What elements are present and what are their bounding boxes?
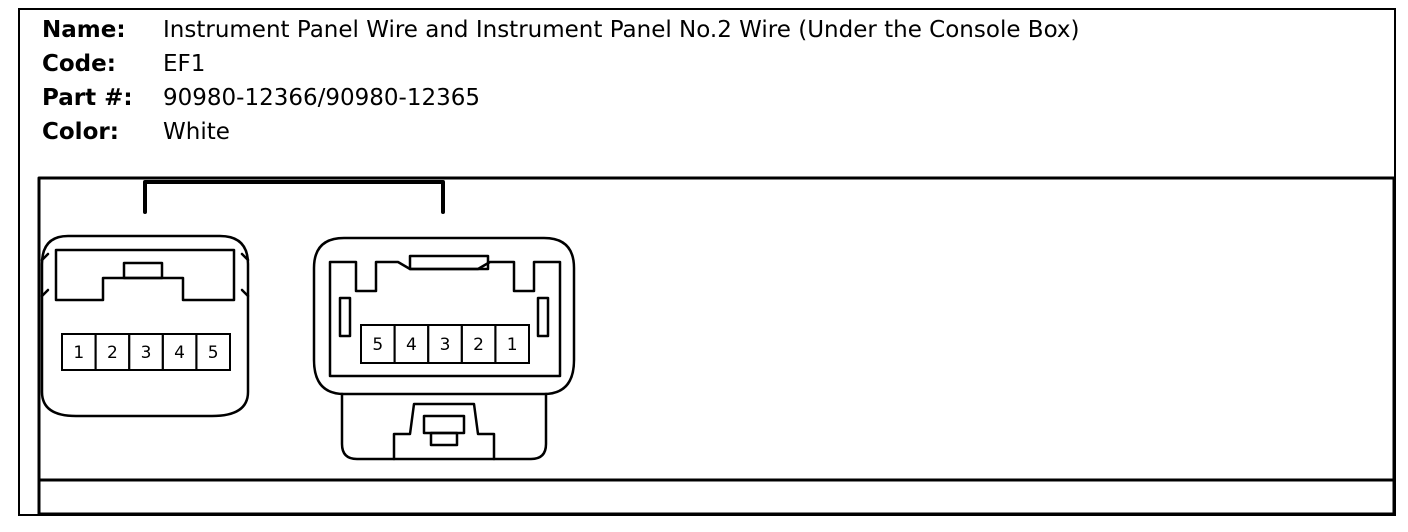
panel-box [37,176,1396,516]
connector-left-pin-cell [195,333,231,371]
connector-right-pin-label: 4 [406,335,417,355]
pair-bracket [143,180,445,214]
connector-left-pin-label: 2 [107,343,118,363]
connector-right-pin-label: 3 [440,335,451,355]
color-value: White [163,119,230,145]
color-label: Color: [42,119,119,145]
code-value: EF1 [163,51,206,77]
code-label: Code: [42,51,116,77]
part-value: 90980-12366/90980-12365 [163,85,481,111]
connector-left-pin-label: 1 [73,343,84,363]
connector-right-pin-label: 1 [507,335,518,355]
connector-left-pin-label: 5 [208,343,219,363]
connector-right-pin-label: 2 [473,335,484,355]
name-value: Instrument Panel Wire and Instrument Pan… [163,17,1080,43]
connector-left-pin-label: 3 [141,343,152,363]
connector-right-pin-label: 5 [372,335,383,355]
part-label: Part #: [42,85,133,111]
name-label: Name: [42,17,126,43]
connector-right-pin-cell [494,324,530,364]
connector-left-pins: 1 2 3 4 5 [61,333,231,371]
connector-left-body [40,234,250,418]
connector-right-body [312,236,576,461]
connector-right-pins: 5 4 3 2 1 [360,324,530,364]
connector-left-pin-label: 4 [174,343,185,363]
